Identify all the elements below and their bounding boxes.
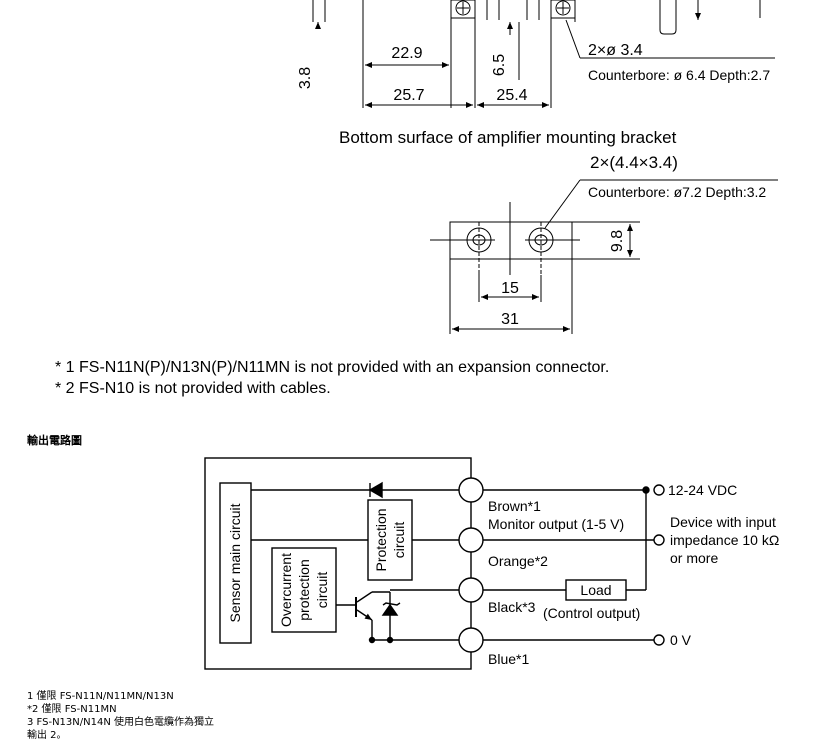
overcurrent-label-3: circuit	[314, 572, 330, 609]
output-circuit	[204, 457, 665, 670]
protection-label-1: Protection	[373, 508, 389, 571]
bracket-hole-spec: 2×(4.4×3.4)	[590, 153, 678, 172]
terminal-orange	[458, 527, 484, 553]
brown-label: Brown*1	[488, 498, 541, 514]
device-label-3: or more	[670, 550, 718, 566]
bracket-hole-left	[463, 222, 495, 270]
footnote-4: 輸出 2。	[27, 730, 67, 741]
terminal-black	[458, 577, 484, 603]
footnote-2: *2 僅限 FS-N11MN	[27, 704, 117, 715]
bracket-labels: 2×(4.4×3.4) Counterbore: ø7.2 Depth:3.2 …	[501, 153, 766, 328]
footnote-3: 3 FS-N13N/N14N 使用白色電纜作為獨立	[27, 717, 214, 728]
dim-25-7: 25.7	[393, 87, 424, 104]
footnote-1: 1 僅限 FS-N11N/N11MN/N13N	[27, 691, 174, 702]
device-label-2: impedance 10 kΩ	[670, 532, 779, 548]
dim-6-5: 6.5	[491, 54, 508, 76]
load-label: Load	[580, 582, 611, 598]
terminal-brown	[458, 477, 484, 503]
orange-label: Orange*2	[488, 553, 548, 569]
bracket-title: Bottom surface of amplifier mounting bra…	[339, 128, 677, 147]
control-output-label: (Control output)	[543, 605, 640, 621]
top-dimension-labels: 3.8 22.9 6.5 25.7 25.4 2×ø 3.4 Counterbo…	[297, 42, 770, 104]
terminal-blue	[458, 627, 484, 653]
dim-3-8: 3.8	[297, 67, 314, 89]
note-2: * 2 FS-N10 is not provided with cables.	[55, 380, 331, 397]
dim-9-8: 9.8	[609, 230, 626, 252]
sensor-housing	[204, 457, 472, 670]
sensor-main-circuit-box	[219, 482, 252, 644]
circuit-labels: Sensor main circuit Overcurrent protecti…	[227, 482, 779, 667]
dim-31: 31	[501, 311, 519, 328]
bracket-body	[449, 221, 573, 260]
black-label: Black*3	[488, 599, 536, 615]
vdc-label: 12-24 VDC	[668, 482, 737, 498]
dim-25-4: 25.4	[496, 87, 527, 104]
overcurrent-label-1: Overcurrent	[278, 553, 294, 627]
counterbore-spec-bracket: Counterbore: ø7.2 Depth:3.2	[588, 184, 766, 200]
dim-22-9: 22.9	[391, 45, 422, 62]
overcurrent-label-2: protection	[296, 559, 312, 620]
monitor-output-label: Monitor output (1-5 V)	[488, 516, 624, 532]
output-circuit-title: 輸出電路圖	[27, 434, 82, 447]
overcurrent-box	[271, 547, 337, 633]
blue-label: Blue*1	[488, 651, 529, 667]
screw-head-right	[550, 0, 576, 19]
hole-spec: 2×ø 3.4	[588, 42, 643, 59]
bracket-drawing	[430, 179, 778, 334]
top-dimension-drawing	[312, 0, 775, 108]
screw-head-left	[450, 0, 476, 19]
bracket-hole-right	[525, 222, 557, 300]
dim-15: 15	[501, 280, 519, 297]
counterbore-spec-top: Counterbore: ø 6.4 Depth:2.7	[588, 67, 770, 83]
device-label-1: Device with input	[670, 514, 776, 530]
note-1: * 1 FS-N11N(P)/N13N(P)/N11MN is not prov…	[55, 359, 610, 376]
sensor-main-circuit-label: Sensor main circuit	[227, 503, 243, 622]
zero-v-label: 0 V	[670, 632, 692, 648]
protection-label-2: circuit	[391, 522, 407, 559]
